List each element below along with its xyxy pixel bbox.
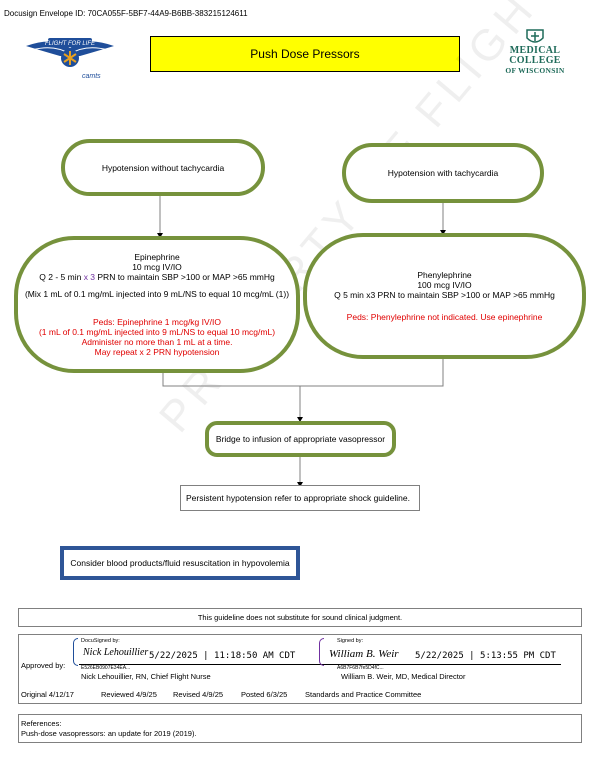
bridge-to-infusion-node: Bridge to infusion of appropriate vasopr… — [205, 421, 396, 457]
envelope-id: Docusign Envelope ID: 70CA055F-5BF7-44A9… — [4, 9, 248, 18]
sig1-docusigned-label: DocuSigned by: — [81, 638, 120, 644]
sig1-line — [79, 664, 325, 665]
phenyl-name: Phenylephrine — [417, 270, 472, 280]
phenyl-dose: 100 mcg IV/IO — [417, 280, 472, 290]
reviewed-date: Reviewed 4/9/25 — [101, 690, 157, 699]
sig2-line — [325, 664, 561, 665]
references-box: References: Push-dose vasopressors: an u… — [18, 714, 582, 743]
epi-peds-dose: Peds: Epinephrine 1 mcg/kg IV/IO — [92, 317, 222, 327]
epi-peds-admin: Administer no more than 1 mL at a time. — [81, 337, 233, 347]
approval-box: Approved by: DocuSigned by: Nick Lehouil… — [18, 634, 582, 704]
logo-banner-text: FLIGHT FOR LIFE — [45, 41, 96, 47]
committee: Standards and Practice Committee — [305, 690, 422, 699]
posted-date: Posted 6/3/25 — [241, 690, 288, 699]
hypotension-with-tachycardia-node: Hypotension with tachycardia — [342, 143, 544, 203]
sig2-signature: William B. Weir — [329, 648, 399, 660]
mcw-crest-icon — [526, 29, 544, 43]
sig1-id: E526EB0907E34EA... — [81, 665, 131, 671]
reference-item: Push-dose vasopressors: an update for 20… — [21, 729, 197, 738]
original-date: Original 4/12/17 — [21, 690, 74, 699]
mcw-line-1: MEDICAL — [509, 45, 561, 56]
persistent-hypotension-node: Persistent hypotension refer to appropri… — [180, 485, 420, 511]
sig2-date: 5/22/2025 | 5:13:55 PM CDT — [415, 651, 556, 661]
page-title: Push Dose Pressors — [150, 36, 460, 72]
approved-by-label: Approved by: — [21, 661, 66, 670]
phenyl-frequency: Q 5 min x3 PRN to maintain SBP >100 or M… — [334, 290, 555, 300]
sig1-name: Nick Lehouillier, RN, Chief Flight Nurse — [81, 672, 211, 681]
mcw-logo: MEDICAL COLLEGE OF WISCONSIN — [502, 28, 568, 78]
mcw-line-3: OF WISCONSIN — [505, 66, 565, 75]
mcw-line-2: COLLEGE — [509, 55, 561, 66]
docusign-bracket-1 — [73, 638, 78, 666]
epi-frequency: Q 2 - 5 min x 3 PRN to maintain SBP >100… — [39, 272, 275, 282]
sig2-signed-label: Signed by: — [337, 638, 363, 644]
epinephrine-node: Epinephrine 10 mcg IV/IO Q 2 - 5 min x 3… — [14, 236, 300, 373]
disclaimer-text: This guideline does not substitute for s… — [197, 613, 403, 622]
epi-peds-mix: (1 mL of 0.1 mg/mL injected into 9 mL/NS… — [38, 327, 276, 337]
blood-products-node: Consider blood products/fluid resuscitat… — [60, 546, 300, 580]
sig1-date: 5/22/2025 | 11:18:50 AM CDT — [149, 651, 296, 661]
epi-dose: 10 mcg IV/IO — [132, 262, 182, 272]
docusign-bracket-2 — [319, 638, 324, 666]
references-label: References: — [21, 719, 62, 728]
epi-mix: (Mix 1 mL of 0.1 mg/mL injected into 9 m… — [24, 289, 290, 299]
flight-for-life-logo: FLIGHT FOR LIFE camts — [24, 34, 116, 84]
hypotension-without-tachycardia-node: Hypotension without tachycardia — [61, 139, 265, 196]
sig2-name: William B. Weir, MD, Medical Director — [341, 672, 466, 681]
phenylephrine-node: Phenylephrine 100 mcg IV/IO Q 5 min x3 P… — [303, 233, 586, 359]
disclaimer-box: This guideline does not substitute for s… — [18, 608, 582, 627]
phenyl-peds: Peds: Phenylephrine not indicated. Use e… — [346, 312, 543, 322]
epi-peds-repeat: May repeat x 2 PRN hypotension — [94, 347, 220, 357]
epi-name: Epinephrine — [134, 252, 180, 262]
sig1-signature: Nick Lehouillier — [83, 647, 149, 658]
camts-text: camts — [82, 73, 101, 80]
flow-connectors — [157, 194, 446, 487]
revised-date: Revised 4/9/25 — [173, 690, 224, 699]
sig2-id: A6B7F6B7fe5D4fC... — [337, 665, 384, 671]
